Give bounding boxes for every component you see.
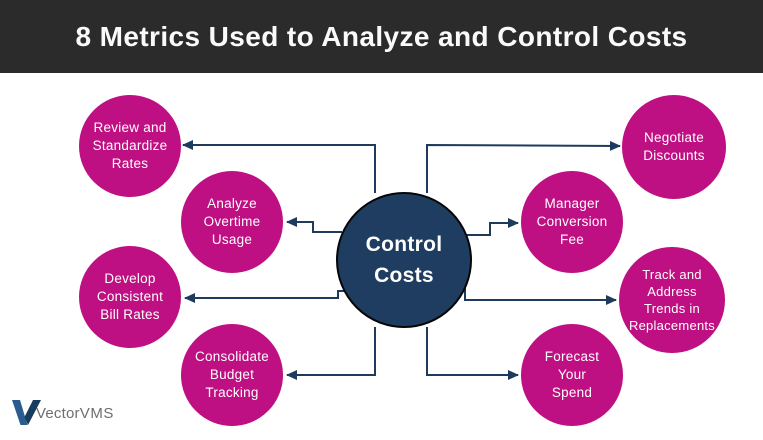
connector-analyze-overtime-usage xyxy=(286,217,342,233)
logo-text-vector: Vector xyxy=(36,404,80,422)
metric-node-develop-consistent-bill-rates: Develop Consistent Bill Rates xyxy=(79,246,181,348)
logo-v-mark-icon xyxy=(12,400,41,425)
metric-node-review-and-standardize-rates: Review and Standardize Rates xyxy=(79,95,181,197)
metric-node-forecast-your-spend: Forecast Your Spend xyxy=(521,324,623,426)
metric-label: Review and Standardize Rates xyxy=(92,120,168,171)
connector-consolidate-budget-tracking xyxy=(286,327,376,380)
center-node-control-costs: Control Costs xyxy=(336,192,472,328)
center-node-label: Control Costs xyxy=(365,232,443,288)
title-bar: 8 Metrics Used to Analyze and Control Co… xyxy=(0,0,763,73)
metric-node-analyze-overtime-usage: Analyze Overtime Usage xyxy=(181,171,283,273)
metric-label: Consolidate Budget Tracking xyxy=(194,349,270,400)
metric-label: Negotiate Discounts xyxy=(643,130,705,163)
metric-node-track-and-address-trends-in-replacements: Track and Address Trends in Replacements xyxy=(619,247,725,353)
connector-develop-consistent-bill-rates xyxy=(184,290,344,303)
metric-node-consolidate-budget-tracking: Consolidate Budget Tracking xyxy=(181,324,283,426)
brand-logo: Vector VMS xyxy=(12,399,114,427)
connector-forecast-your-spend xyxy=(426,327,519,380)
metric-label: Manager Conversion Fee xyxy=(536,196,608,247)
metric-node-negotiate-discounts: Negotiate Discounts xyxy=(622,95,726,199)
logo-text-vms: VMS xyxy=(79,404,115,422)
metric-node-manager-conversion-fee: Manager Conversion Fee xyxy=(521,171,623,273)
connector-manager-conversion-fee xyxy=(466,218,519,236)
metric-label: Forecast Your Spend xyxy=(544,349,600,400)
metric-label: Analyze Overtime Usage xyxy=(203,196,261,247)
metric-label: Track and Address Trends in Replacements xyxy=(628,266,716,334)
metric-label: Develop Consistent Bill Rates xyxy=(96,271,164,322)
connector-track-and-address-trends xyxy=(464,286,617,305)
brand-text: Vector VMS xyxy=(36,405,114,422)
page-title: 8 Metrics Used to Analyze and Control Co… xyxy=(75,20,688,52)
